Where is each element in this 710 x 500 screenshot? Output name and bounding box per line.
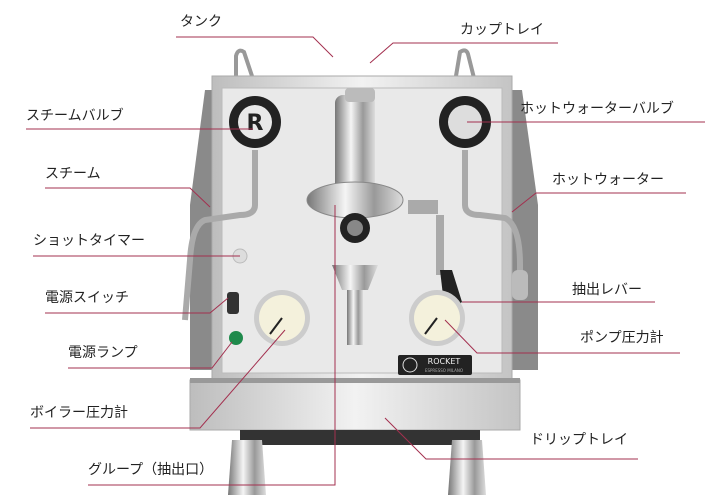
leader-tank: [176, 36, 334, 58]
foot-right: [448, 440, 486, 495]
label-lever: 抽出レバー: [572, 282, 642, 298]
foot-left: [228, 440, 266, 495]
label-group: グループ（抽出口）: [88, 462, 214, 478]
leader-drip-tray: [384, 417, 638, 460]
drip-tray: [189, 379, 521, 431]
hot-water-wand: [462, 150, 523, 295]
label-shot-timer: ショットタイマー: [33, 233, 145, 249]
steam-wand: [182, 150, 258, 321]
boiler-gauge: [254, 290, 310, 346]
leader-steam: [45, 187, 211, 208]
label-drip-tray: ドリップトレイ: [530, 432, 628, 448]
group-head: [335, 95, 375, 195]
leader-pump-gauge: [444, 319, 680, 354]
tank-handle-right: [454, 48, 476, 79]
leader-power-lamp: [68, 341, 233, 369]
label-power-lamp: 電源ランプ: [68, 345, 138, 361]
brand-sub: ESPRESSO MILANO: [425, 368, 463, 373]
label-hot-water-valve: ホットウォーターバルブ: [520, 101, 674, 117]
leader-group: [88, 205, 336, 486]
power-switch: [227, 292, 239, 314]
label-steam: スチーム: [45, 166, 101, 182]
brand-plate: ROCKET ESPRESSO MILANO: [398, 355, 472, 375]
leader-power-switch: [45, 297, 229, 314]
label-steam-valve: スチームバルブ: [26, 108, 124, 124]
label-power-switch: 電源スイッチ: [45, 290, 129, 306]
leader-boiler-gauge: [30, 329, 286, 429]
brand-name: ROCKET: [428, 357, 461, 366]
label-hot-water: ホットウォーター: [552, 172, 664, 188]
hot-water-valve-knob: [439, 96, 491, 148]
leader-cup-tray: [369, 42, 558, 64]
pump-gauge: [409, 290, 465, 346]
label-tank: タンク: [180, 14, 222, 30]
steam-valve-knob: R: [229, 96, 281, 148]
side-panel-left: [190, 90, 218, 370]
label-pump-gauge: ポンプ圧力計: [580, 330, 664, 346]
label-cup-tray: カップトレイ: [460, 22, 544, 38]
power-lamp: [229, 331, 243, 345]
knob-logo: R: [247, 111, 264, 136]
label-boiler-gauge: ボイラー圧力計: [30, 405, 128, 421]
side-panel-right: [510, 90, 538, 370]
leader-hot-water: [511, 192, 686, 213]
tank-handle-left: [234, 48, 254, 78]
leader-lines: [26, 36, 705, 486]
